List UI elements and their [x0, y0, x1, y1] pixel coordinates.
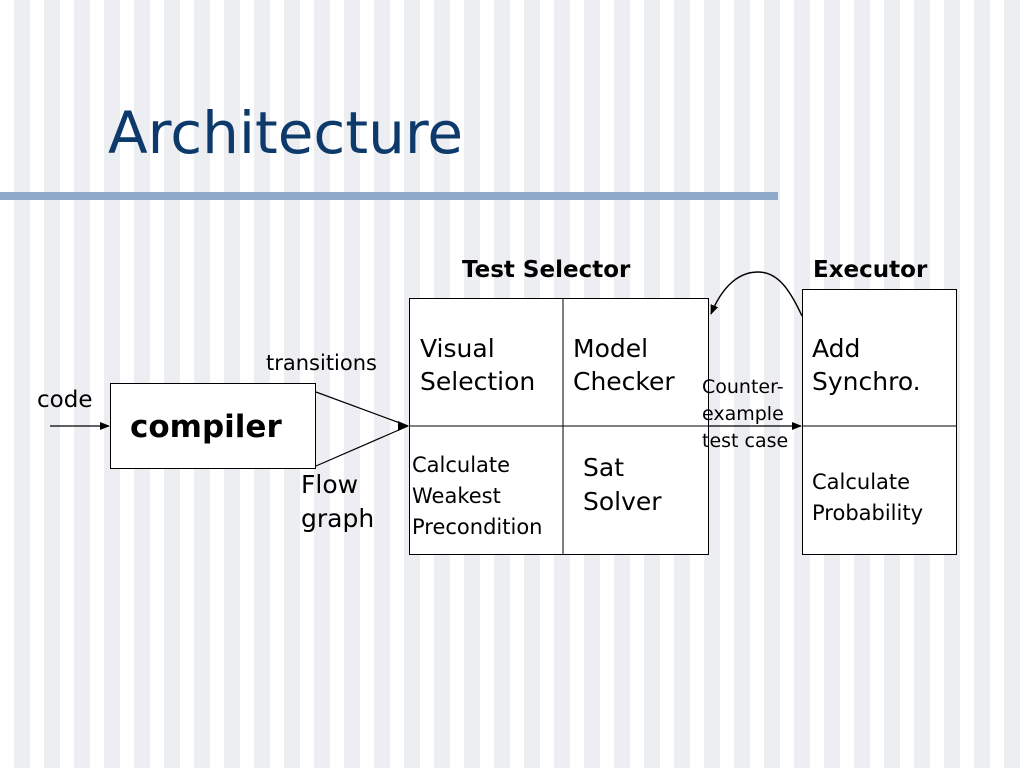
converge-arrowhead	[398, 421, 409, 431]
transitions-label: transitions	[266, 351, 377, 375]
flow-graph-edge	[315, 425, 409, 467]
calculate-probability-cell: Calculate Probability	[812, 470, 924, 525]
counterexample-label: Counter- example test case	[702, 376, 789, 452]
add-synchro-cell: Add Synchro.	[812, 334, 921, 396]
executor-box	[802, 289, 957, 555]
test-selector-heading: Test Selector	[462, 257, 631, 283]
flow-graph-label: Flow graph	[301, 470, 375, 533]
transitions-edge	[315, 391, 409, 427]
title-underline	[0, 192, 778, 200]
visual-selection-cell: Visual Selection	[420, 334, 536, 396]
executor-heading: Executor	[813, 257, 928, 283]
compiler-box	[110, 383, 316, 469]
weakest-precondition-cell: Calculate Weakest Precondition	[412, 453, 543, 539]
sat-solver-cell: Sat Solver	[583, 453, 662, 516]
code-label: code	[37, 387, 93, 413]
feedback-arrow	[710, 271, 803, 317]
compiler-label: compiler	[130, 409, 282, 445]
slide-title: Architecture	[108, 99, 464, 167]
model-checker-cell: Model Checker	[573, 334, 675, 396]
